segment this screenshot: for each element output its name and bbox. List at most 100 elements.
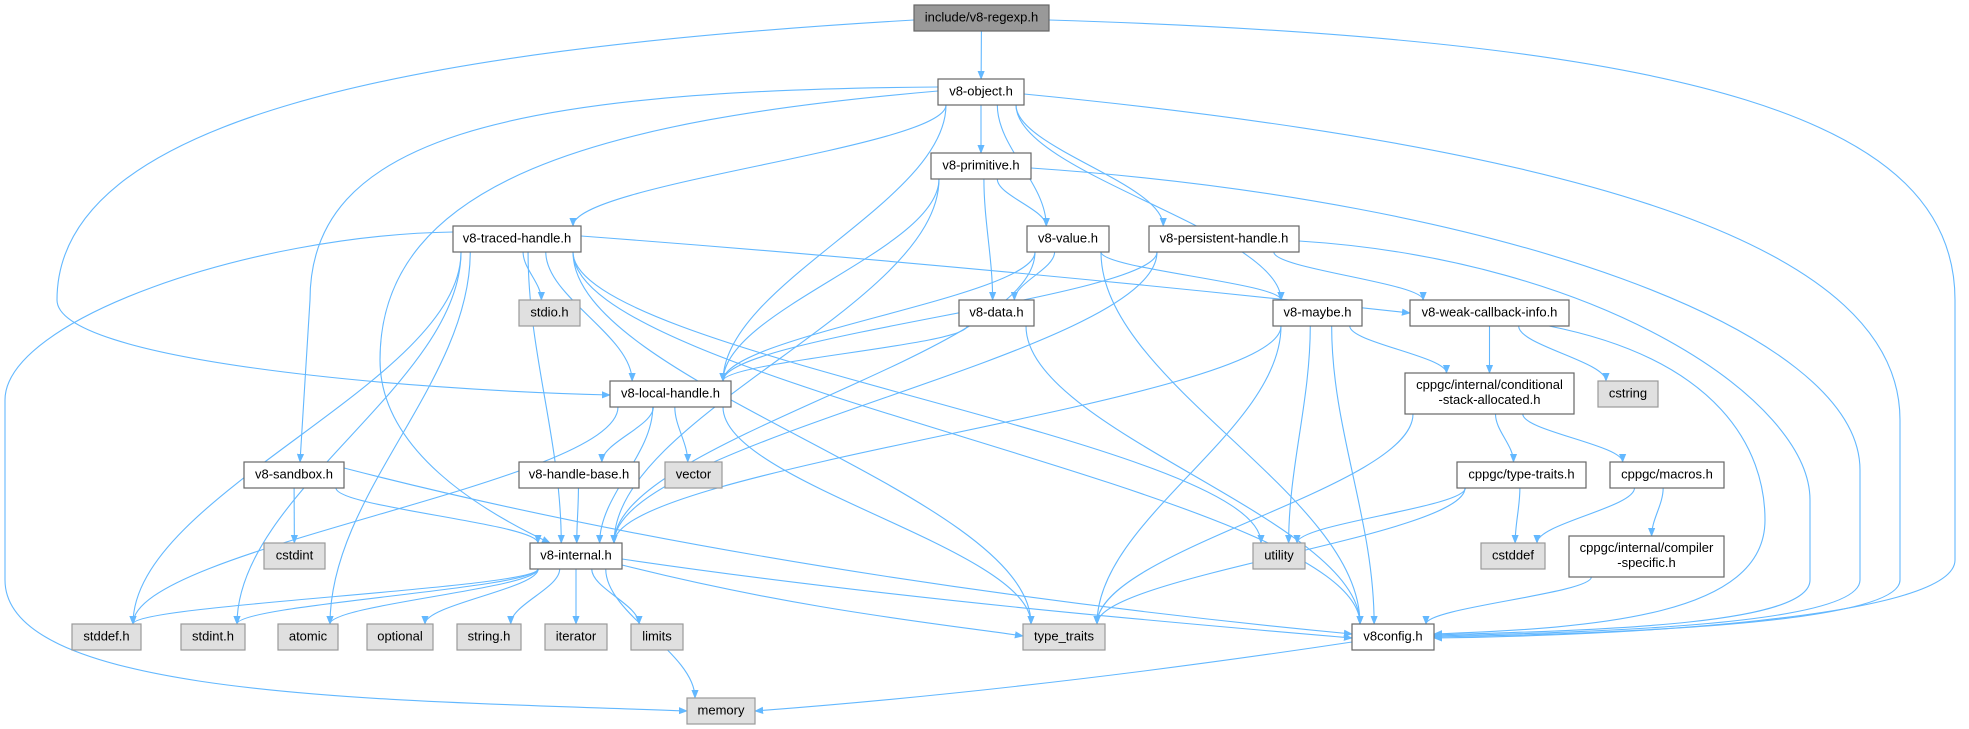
node-label: v8-persistent-handle.h <box>1160 230 1289 245</box>
node-conditional[interactable]: cppgc/internal/conditional-stack-allocat… <box>1404 372 1575 415</box>
node-label: type_traits <box>1034 628 1094 643</box>
node-label: stdio.h <box>530 304 568 319</box>
node-box <box>277 623 339 651</box>
node-value[interactable]: v8-value.h <box>1026 225 1110 253</box>
node-memory[interactable]: memory <box>686 697 756 725</box>
edge-persistent-to-local <box>719 251 1158 382</box>
node-box <box>1404 372 1575 415</box>
node-handlebase[interactable]: v8-handle-base.h <box>518 461 640 489</box>
edge-local-to-stddef <box>129 406 619 625</box>
node-box <box>529 542 623 570</box>
node-compiler[interactable]: cppgc/internal/compiler-specific.h <box>1568 535 1725 578</box>
node-label: v8-maybe.h <box>1284 304 1352 319</box>
node-label: v8-sandbox.h <box>255 466 333 481</box>
node-box <box>452 225 582 253</box>
edge-data-to-v8config <box>1025 325 1364 625</box>
node-box <box>609 380 732 408</box>
node-label: v8-object.h <box>949 83 1013 98</box>
node-box <box>518 461 640 489</box>
node-weak[interactable]: v8-weak-callback-info.h <box>1409 299 1570 327</box>
node-internal[interactable]: v8-internal.h <box>529 542 623 570</box>
edge-value-to-v8config <box>1100 251 1364 625</box>
node-box <box>937 78 1025 106</box>
node-sandbox[interactable]: v8-sandbox.h <box>243 461 345 489</box>
edge-traced-to-internal <box>527 251 565 544</box>
node-box <box>913 4 1050 32</box>
edge-conditional-to-type_traits <box>1093 413 1414 625</box>
node-stdint[interactable]: stdint.h <box>180 623 246 651</box>
node-persistent[interactable]: v8-persistent-handle.h <box>1148 225 1300 253</box>
node-box <box>544 623 608 651</box>
node-label: cstdint <box>276 547 314 562</box>
node-object[interactable]: v8-object.h <box>937 78 1025 106</box>
node-stddef[interactable]: stddef.h <box>71 623 142 651</box>
node-label: v8-handle-base.h <box>529 466 629 481</box>
node-cstddef[interactable]: cstddef <box>1480 542 1546 570</box>
node-label: v8-local-handle.h <box>621 385 720 400</box>
node-typetraitsh[interactable]: cppgc/type-traits.h <box>1456 461 1587 489</box>
edge-persistent-to-v8config <box>1298 240 1811 639</box>
node-v8config[interactable]: v8config.h <box>1351 623 1435 651</box>
node-data[interactable]: v8-data.h <box>958 299 1035 327</box>
node-box <box>180 623 246 651</box>
node-type_traits[interactable]: type_traits <box>1022 623 1106 651</box>
edge-conditional-to-typetraitsh <box>1494 413 1518 463</box>
node-cstring[interactable]: cstring <box>1597 380 1659 408</box>
edge-internal-to-stdint <box>233 568 539 625</box>
edge-v8config-to-memory <box>754 641 1353 714</box>
node-label: stddef.h <box>83 628 129 643</box>
edge-traced-to-type_traits <box>572 251 1035 625</box>
node-primitive[interactable]: v8-primitive.h <box>930 152 1032 180</box>
node-optional[interactable]: optional <box>366 623 434 651</box>
edge-internal-to-optional <box>421 568 539 625</box>
node-macros[interactable]: cppgc/macros.h <box>1609 461 1725 489</box>
nodes-layer: include/v8-regexp.h v8-object.h v8-primiti… <box>71 4 1725 725</box>
edge-internal-to-stddef <box>129 568 539 625</box>
edge-local-to-handlebase <box>598 406 654 463</box>
node-box <box>71 623 142 651</box>
edge-internal-to-type_traits <box>621 564 1024 639</box>
node-stdio[interactable]: stdio.h <box>518 299 581 327</box>
node-box <box>1456 461 1587 489</box>
edge-primitive-to-data <box>983 178 997 301</box>
node-label: atomic <box>289 628 328 643</box>
node-label: v8-weak-callback-info.h <box>1422 304 1558 319</box>
node-atomic[interactable]: atomic <box>277 623 339 651</box>
node-maybe[interactable]: v8-maybe.h <box>1272 299 1363 327</box>
node-label: cppgc/type-traits.h <box>1468 466 1574 481</box>
node-vector[interactable]: vector <box>664 461 723 489</box>
node-regexp[interactable]: include/v8-regexp.h <box>913 4 1050 32</box>
node-box <box>1609 461 1725 489</box>
edge-internal-to-stringh <box>507 568 561 625</box>
edge-traced-to-stddef <box>129 251 462 625</box>
edge-object-to-v8config <box>1023 93 1901 641</box>
edge-primitive-to-internal <box>610 178 940 544</box>
node-box <box>664 461 723 489</box>
edge-sandbox-to-internal <box>335 487 542 544</box>
edge-object-to-maybe <box>1015 104 1285 301</box>
edge-regexp-to-local <box>56 19 915 399</box>
node-local[interactable]: v8-local-handle.h <box>609 380 732 408</box>
node-stringh[interactable]: string.h <box>456 623 522 651</box>
node-utility[interactable]: utility <box>1252 542 1306 570</box>
edge-object-to-traced <box>569 104 947 227</box>
edge-traced-to-atomic <box>326 251 471 625</box>
edge-maybe-to-internal <box>610 325 1282 544</box>
edge-persistent-to-weak <box>1273 251 1427 301</box>
edge-sandbox-to-v8config <box>343 467 1353 637</box>
node-cstdint[interactable]: cstdint <box>263 542 326 570</box>
node-label: string.h <box>468 628 511 643</box>
node-label: iterator <box>556 628 597 643</box>
edge-local-to-type_traits <box>722 406 1035 625</box>
edge-object-to-local <box>719 104 947 382</box>
node-box <box>1597 380 1659 408</box>
node-iterator[interactable]: iterator <box>544 623 608 651</box>
edge-traced-to-memory <box>4 231 688 715</box>
edge-typetraitsh-to-utility <box>1293 487 1466 544</box>
node-box <box>366 623 434 651</box>
edge-conditional-to-macros <box>1522 413 1627 463</box>
node-traced[interactable]: v8-traced-handle.h <box>452 225 582 253</box>
edge-primitive-to-local <box>719 178 940 382</box>
node-label: include/v8-regexp.h <box>925 9 1038 24</box>
node-limits[interactable]: limits <box>630 623 684 651</box>
